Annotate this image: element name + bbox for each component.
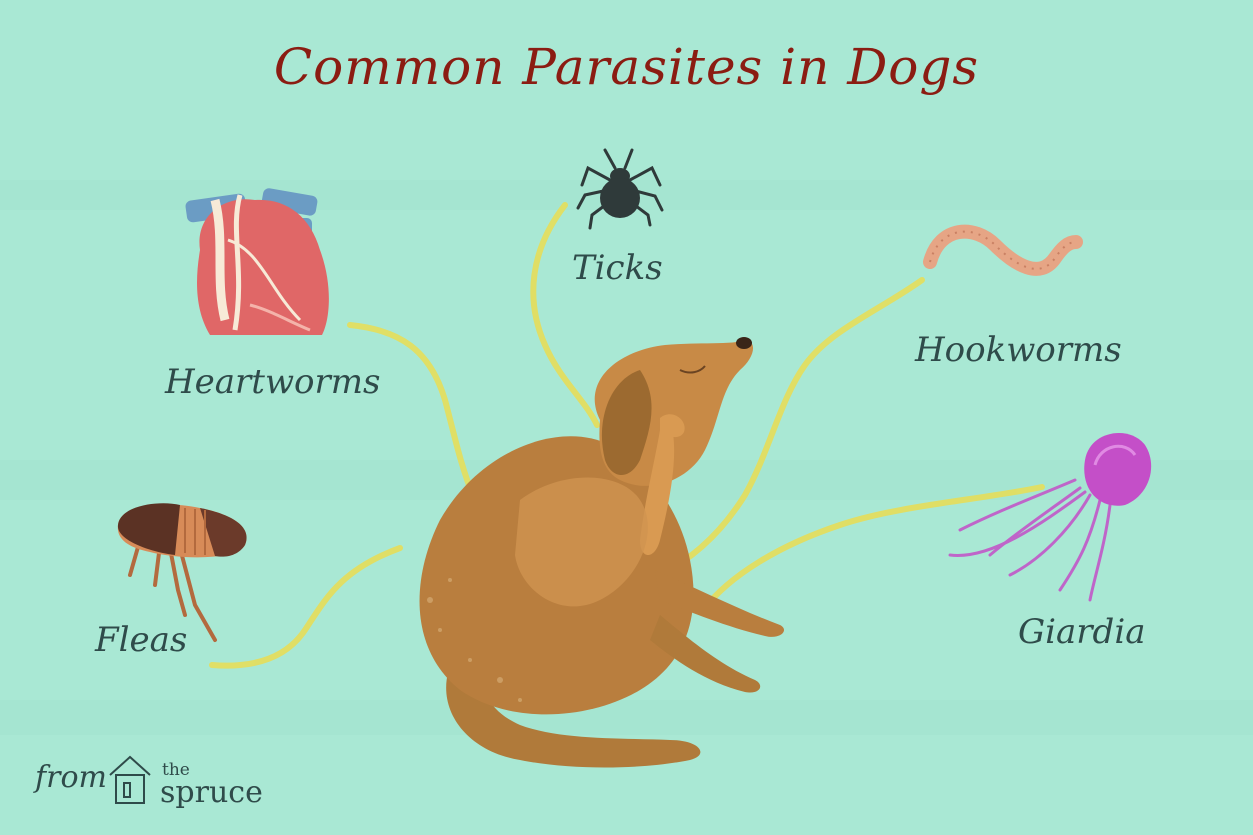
heart-icon <box>185 187 329 335</box>
label-giardia: Giardia <box>1018 612 1145 652</box>
label-fleas: Fleas <box>95 620 187 660</box>
footer-brand-name: spruce <box>160 775 263 810</box>
label-hookworms: Hookworms <box>915 330 1122 370</box>
label-heartworms: Heartworms <box>165 362 380 402</box>
dog-nose <box>736 337 752 349</box>
background-texture <box>0 700 1253 735</box>
label-ticks: Ticks <box>572 248 663 288</box>
page-title: Common Parasites in Dogs <box>0 38 1253 96</box>
footer-from-text: from <box>35 760 107 795</box>
